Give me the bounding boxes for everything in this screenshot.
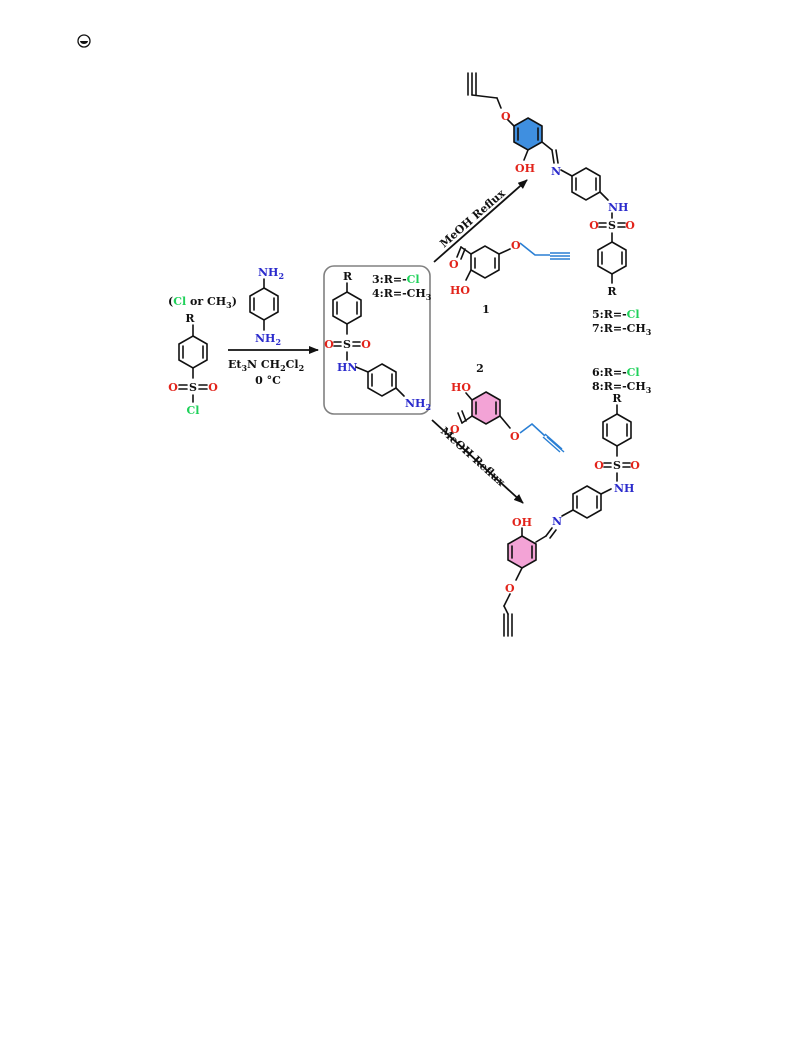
intermediate-sulfonamide: R 3:R=-Cl 4:R=-CH3 S O O HN NH2 (323, 265, 432, 415)
intermediate-hn: HN (337, 361, 357, 374)
product-upper-label-5: 5:R=-Cl (592, 308, 640, 321)
intermediate-nh2: NH2 (405, 397, 431, 412)
step1-conditions-line2: 0 °C (255, 374, 281, 387)
product-lower-imine-n: N (552, 515, 562, 528)
product-lower-r: R (612, 392, 622, 405)
intermediate-label-4: 4:R=-CH3 (372, 287, 432, 302)
arrow-lower (431, 419, 524, 504)
aldehyde1-o: O (449, 258, 459, 271)
product-lower-o-right: O (630, 459, 640, 472)
aldehyde2-o: O (450, 423, 460, 436)
starting-r-label: R (185, 312, 195, 325)
starting-o-left: O (168, 381, 178, 394)
reagent-nh2-bottom: NH2 (255, 332, 281, 347)
product-upper-ether-o: O (501, 110, 511, 123)
product-lower-s: S (613, 459, 621, 472)
product-lower-label-8: 8:R=-CH3 (592, 380, 652, 395)
product-upper: O OH N NH S O O R 5:R=-Cl 7:R=-CH3 (467, 72, 652, 337)
product-upper-r: R (607, 285, 617, 298)
product-upper-nh: NH (608, 201, 628, 214)
copyright-like-circle-icon (77, 34, 91, 48)
step1-conditions-line1: Et3N CH2Cl2 (228, 358, 304, 373)
product-lower-nh: NH (614, 482, 634, 495)
product-upper-oh: OH (515, 162, 535, 175)
product-upper-imine-n: N (551, 165, 561, 178)
arrow-upper (433, 179, 528, 263)
aldehyde2-pink-ring (471, 391, 501, 425)
intermediate-label-3: 3:R=-Cl (372, 273, 420, 286)
aldehyde2-number: 2 (476, 362, 484, 375)
product-lower-o-left: O (594, 459, 604, 472)
starting-sulfonyl-chloride: (Cl or CH3) R S O O Cl (168, 295, 237, 417)
aldehyde1-ether-o: O (511, 239, 521, 252)
product-lower-ether-o: O (505, 582, 515, 595)
product-lower-oh: OH (512, 516, 532, 529)
product-upper-o-right: O (625, 219, 635, 232)
starting-r-note: (Cl or CH3) (168, 295, 237, 310)
product-upper-o-left: O (589, 219, 599, 232)
aldehyde-2: 2 HO O O (450, 362, 565, 453)
intermediate-r-label: R (343, 270, 353, 283)
aldehyde1-ho: HO (450, 284, 470, 297)
starting-s-atom: S (189, 381, 197, 394)
product-lower: 6:R=-Cl 8:R=-CH3 R S O O NH N OH O (503, 366, 652, 637)
aldehyde2-ho: HO (451, 381, 471, 394)
arrow-upper-label: MeOH Reflux (437, 187, 508, 251)
intermediate-box (323, 265, 431, 415)
reagent-nh2-top: NH2 (258, 266, 284, 281)
starting-o-right: O (208, 381, 218, 394)
arrow-lower-label: MeOH Reflux (438, 425, 508, 490)
intermediate-o-left: O (324, 338, 334, 351)
product-upper-s: S (608, 219, 616, 232)
reagent-phenylenediamine: NH2 NH2 (249, 266, 284, 347)
product-lower-label-6: 6:R=-Cl (592, 366, 640, 379)
aldehyde2-ether-o: O (510, 430, 520, 443)
intermediate-s-atom: S (343, 338, 351, 351)
starting-cl-atom: Cl (187, 404, 200, 417)
product-upper-label-7: 7:R=-CH3 (592, 322, 652, 337)
intermediate-o-right: O (361, 338, 371, 351)
aldehyde-1: O HO O 1 (449, 239, 570, 316)
aldehyde1-number: 1 (482, 303, 490, 316)
